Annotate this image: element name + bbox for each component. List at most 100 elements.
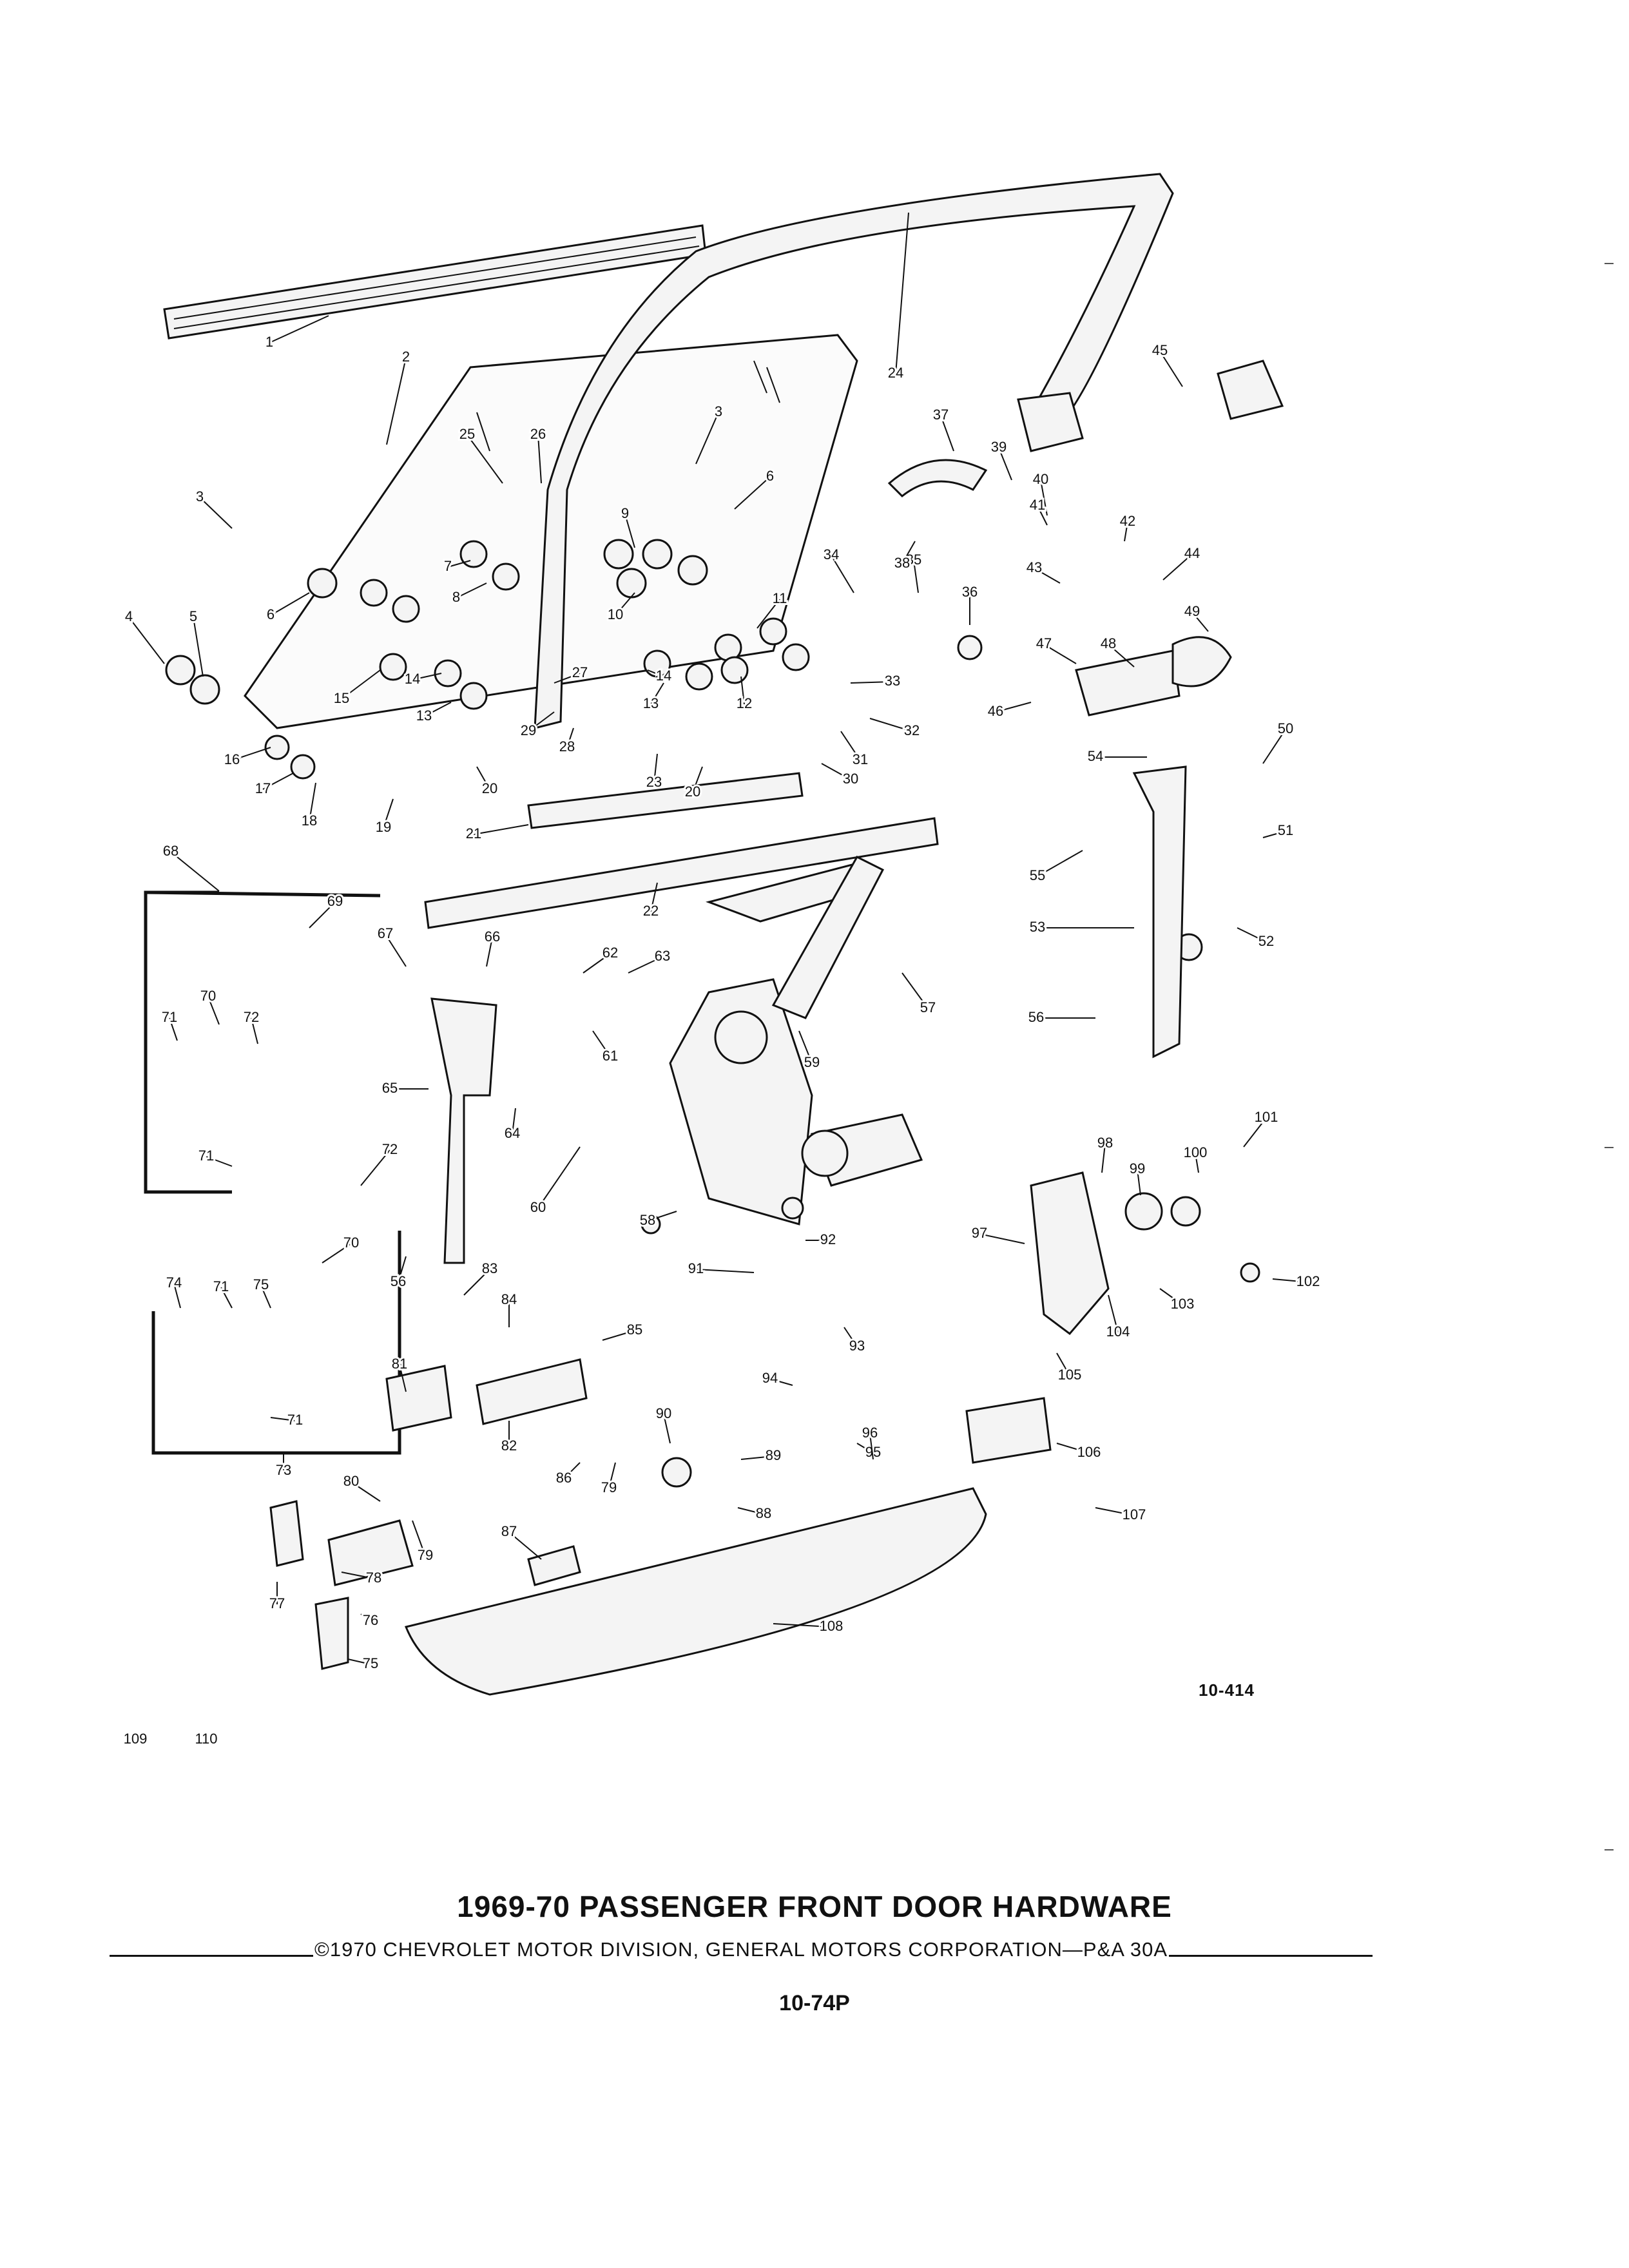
callout-leader bbox=[1162, 553, 1193, 581]
callout-leader bbox=[341, 669, 381, 700]
callout-leader bbox=[199, 497, 233, 529]
callout-leader bbox=[566, 727, 574, 748]
callout-number: 78 bbox=[366, 1570, 381, 1586]
callout-number: 73 bbox=[276, 1462, 291, 1478]
callout-leader bbox=[737, 1507, 764, 1515]
callout-leader bbox=[734, 476, 771, 510]
callout-leader bbox=[757, 599, 780, 629]
callout-number: 28 bbox=[559, 738, 575, 754]
callout-number: 50 bbox=[1278, 720, 1293, 736]
callout-number: 9 bbox=[621, 505, 629, 521]
callout-leader bbox=[1237, 927, 1267, 943]
callout-leader bbox=[554, 673, 581, 684]
callout-number: 49 bbox=[1184, 603, 1200, 619]
callout-number: 91 bbox=[688, 1260, 704, 1276]
callout-leader bbox=[262, 773, 294, 790]
page-number: 10-74P bbox=[779, 1991, 850, 2015]
callout-number: 18 bbox=[302, 812, 317, 829]
callout-number: 2 bbox=[402, 349, 410, 365]
callout-leader bbox=[624, 514, 635, 548]
callout-leader bbox=[1043, 644, 1077, 664]
callout-number: 87 bbox=[501, 1523, 517, 1539]
callout-number: 57 bbox=[920, 999, 936, 1015]
callout-number: 75 bbox=[363, 1655, 378, 1671]
callout-leader bbox=[385, 934, 407, 967]
callout-leader bbox=[608, 1462, 616, 1489]
callout-leader bbox=[695, 1269, 755, 1273]
part-door-bottom-panel bbox=[404, 1487, 987, 1696]
callout-number: 65 bbox=[382, 1080, 398, 1096]
callout-leader bbox=[423, 702, 452, 717]
callout-leader bbox=[821, 763, 851, 780]
callout-leader bbox=[563, 1462, 581, 1479]
callout-number: 62 bbox=[602, 945, 618, 961]
callout-leader bbox=[998, 447, 1012, 481]
callout-number: 72 bbox=[244, 1009, 259, 1025]
callout-number: 90 bbox=[656, 1405, 671, 1421]
callout-number: 70 bbox=[343, 1235, 359, 1251]
callout-number: 52 bbox=[1258, 933, 1274, 949]
callout-leader bbox=[1101, 1143, 1106, 1173]
callout-leader bbox=[695, 412, 719, 465]
callout-number: 105 bbox=[1058, 1367, 1082, 1383]
callout-leader bbox=[341, 1571, 374, 1579]
callout-number: 92 bbox=[820, 1231, 836, 1247]
copyright-line: ©1970 CHEVROLET MOTOR DIVISION, GENERAL … bbox=[110, 1938, 1373, 1961]
callout-number: 79 bbox=[418, 1547, 433, 1563]
callout-number: 81 bbox=[392, 1356, 407, 1372]
callout-number: 14 bbox=[656, 668, 671, 684]
callout-number: 22 bbox=[643, 903, 659, 919]
callout-number: 59 bbox=[804, 1054, 820, 1070]
callout-number: 5 bbox=[189, 608, 197, 624]
callout-number: 26 bbox=[530, 426, 546, 442]
callout-number: 20 bbox=[482, 780, 497, 796]
callout-number: 94 bbox=[762, 1370, 778, 1386]
callout-number: 44 bbox=[1184, 545, 1200, 561]
callout-leader bbox=[270, 1417, 296, 1421]
callout-number: 104 bbox=[1106, 1323, 1130, 1340]
callout-number: 67 bbox=[378, 925, 393, 941]
callout-number: 21 bbox=[466, 825, 481, 841]
callout-number: 109 bbox=[124, 1731, 148, 1747]
handle-parts bbox=[887, 360, 1284, 716]
callout-leader bbox=[508, 1532, 542, 1560]
callout-leader bbox=[467, 434, 503, 484]
callout-number: 23 bbox=[646, 774, 662, 790]
callout-leader bbox=[663, 1414, 671, 1444]
callout-leader bbox=[463, 1269, 490, 1296]
callout-number: 36 bbox=[962, 584, 978, 600]
callout-number: 106 bbox=[1077, 1444, 1101, 1460]
callout-number: 43 bbox=[1027, 559, 1042, 575]
callout-number: 71 bbox=[213, 1278, 229, 1294]
callout-leader bbox=[940, 415, 954, 452]
callout-leader bbox=[360, 1613, 371, 1622]
callout-number: 85 bbox=[627, 1321, 642, 1338]
callout-number: 89 bbox=[766, 1447, 781, 1463]
callout-number: 69 bbox=[327, 893, 343, 909]
callout-number: 83 bbox=[482, 1260, 497, 1276]
callout-leader bbox=[269, 315, 329, 343]
callout-number: 14 bbox=[405, 671, 420, 687]
callout-leader bbox=[473, 824, 529, 835]
callout-leader bbox=[412, 673, 442, 680]
callout-number: 96 bbox=[862, 1425, 878, 1441]
callout-leader bbox=[650, 682, 664, 705]
callout-number: 63 bbox=[655, 948, 670, 964]
callout-number: 46 bbox=[988, 703, 1003, 719]
callout-number: 70 bbox=[200, 988, 216, 1004]
callout-leader bbox=[1056, 1443, 1090, 1454]
callout-leader bbox=[399, 1364, 407, 1392]
callout-number: 19 bbox=[376, 819, 391, 835]
callout-leader bbox=[386, 357, 407, 445]
callout-leader bbox=[1034, 568, 1061, 584]
callout-number: 60 bbox=[530, 1199, 546, 1215]
callout-leader bbox=[592, 1030, 611, 1057]
copyright-text: ©1970 CHEVROLET MOTOR DIVISION, GENERAL … bbox=[314, 1938, 1168, 1961]
callout-leader bbox=[831, 555, 854, 593]
part-sash-channel bbox=[527, 772, 804, 829]
callout-number: 3 bbox=[196, 488, 204, 505]
callout-leader bbox=[869, 1433, 874, 1460]
callout-leader bbox=[615, 592, 635, 616]
callout-leader bbox=[740, 1456, 774, 1460]
callout-number: 38 bbox=[894, 555, 910, 571]
